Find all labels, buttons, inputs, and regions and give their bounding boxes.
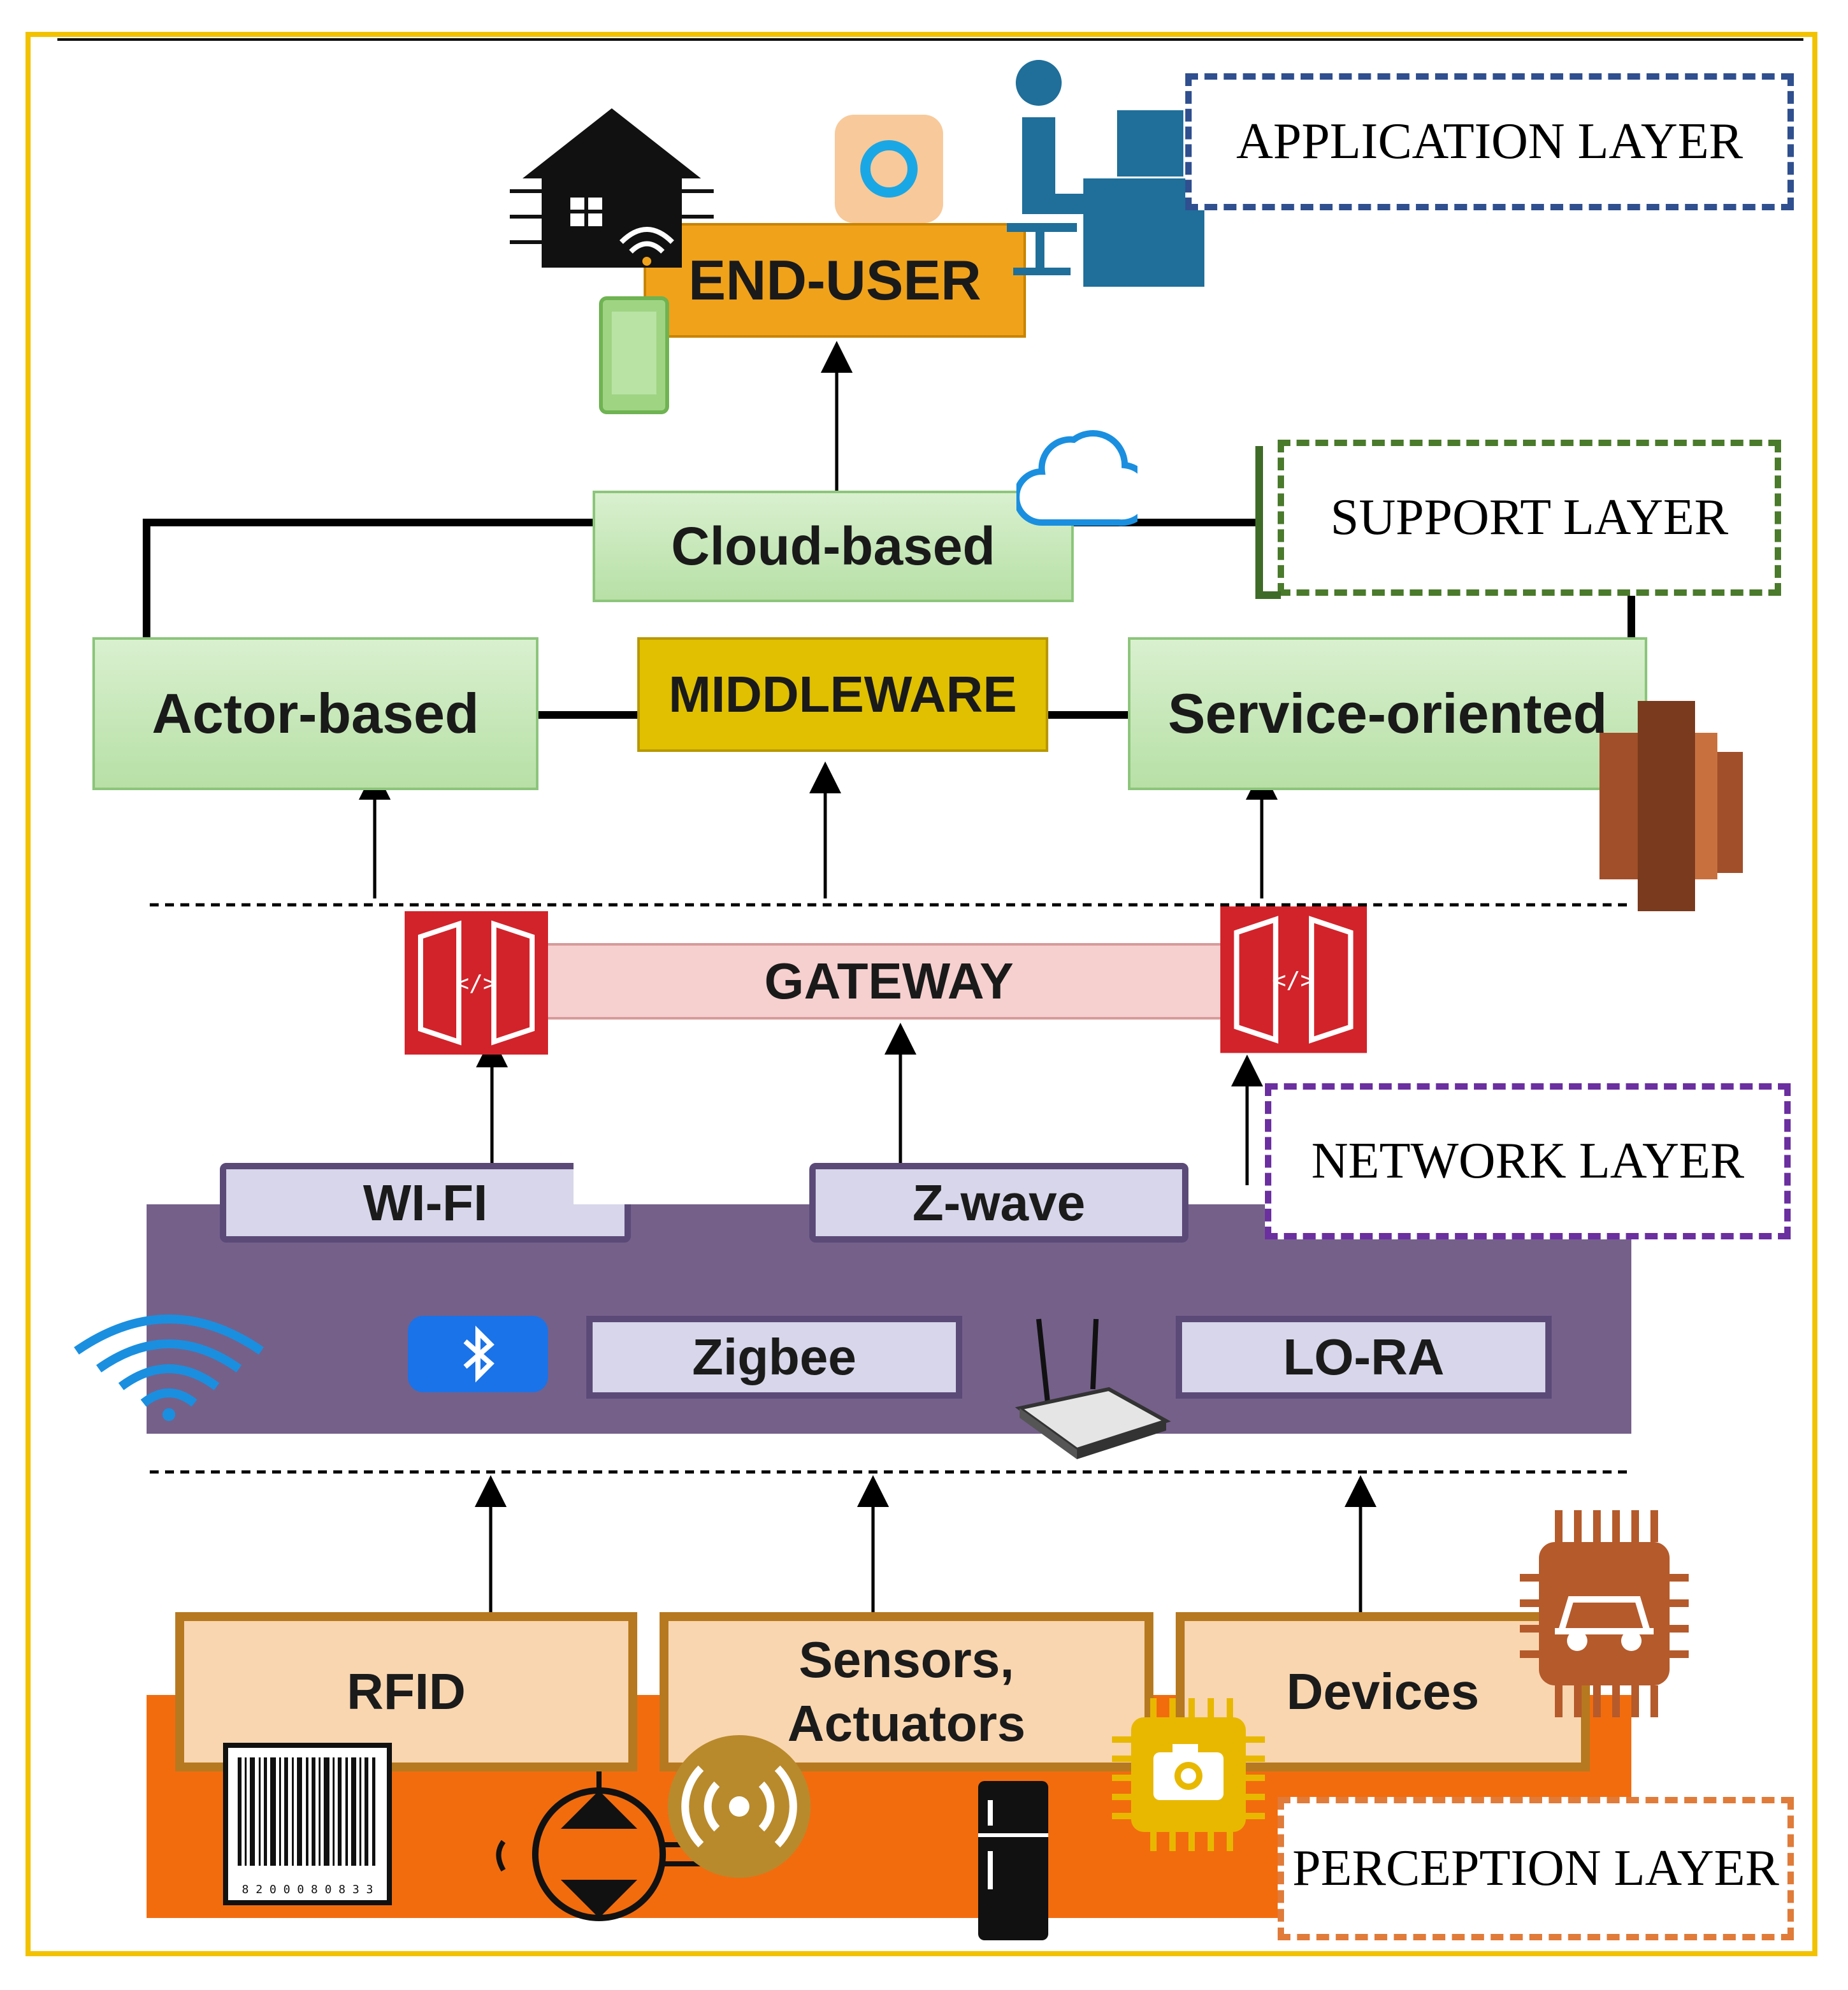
gateway-bar: GATEWAY — [535, 943, 1243, 1020]
perception-layer-label: PERCEPTION LAYER — [1278, 1797, 1794, 1940]
gateway-left-icon: </> — [405, 911, 548, 1055]
support-left-connector — [143, 519, 593, 637]
zigbee-tech-box: Zigbee — [586, 1316, 962, 1399]
vehicle-chip-icon — [1520, 1510, 1689, 1717]
svg-text:</>: </> — [455, 970, 496, 997]
service-stack-icon — [1599, 701, 1743, 911]
cloud-icon — [1016, 430, 1137, 526]
end-user-box: END-USER — [644, 223, 1026, 338]
zwave-tech-tab: Z-wave — [809, 1163, 1188, 1243]
support-layer-shadow — [1255, 446, 1281, 599]
wifi-tab-mask — [574, 1153, 695, 1204]
smart-home-icon — [510, 108, 714, 268]
smartphone-icon — [599, 296, 669, 414]
router-icon — [1014, 1318, 1171, 1459]
gateway-right-icon: </> — [1220, 906, 1367, 1053]
service-oriented-box: Service-oriented — [1128, 637, 1647, 790]
barcode-digits: 8 2 0 0 0 8 0 8 3 3 — [242, 1883, 373, 1896]
bluetooth-icon — [408, 1316, 548, 1392]
network-layer-label: NETWORK LAYER — [1265, 1083, 1791, 1239]
middleware-box: MIDDLEWARE — [637, 637, 1048, 752]
wifi-tech-tab: WI-FI — [220, 1163, 631, 1243]
application-layer-label: APPLICATION LAYER — [1185, 73, 1794, 210]
voice-assistant-icon — [835, 115, 943, 223]
wifi-icon — [74, 1315, 264, 1421]
sensor-broadcast-icon — [668, 1735, 811, 1878]
user-at-desk-icon — [1007, 60, 1204, 287]
svg-text:</>: </> — [1272, 966, 1314, 993]
refrigerator-icon — [978, 1781, 1048, 1940]
top-rule — [57, 38, 1803, 41]
devices-box: Devices — [1176, 1612, 1590, 1771]
support-layer-label: SUPPORT LAYER — [1278, 440, 1781, 596]
cloud-based-box: Cloud-based — [593, 491, 1074, 602]
actor-based-box: Actor-based — [92, 637, 538, 790]
lora-tech-box: LO-RA — [1176, 1316, 1552, 1399]
end-user-label: END-USER — [688, 249, 981, 312]
barcode-icon: 8 2 0 0 0 8 0 8 3 3 — [223, 1743, 392, 1905]
camera-chip-icon — [1112, 1698, 1265, 1851]
outer-frame — [25, 32, 1817, 1956]
